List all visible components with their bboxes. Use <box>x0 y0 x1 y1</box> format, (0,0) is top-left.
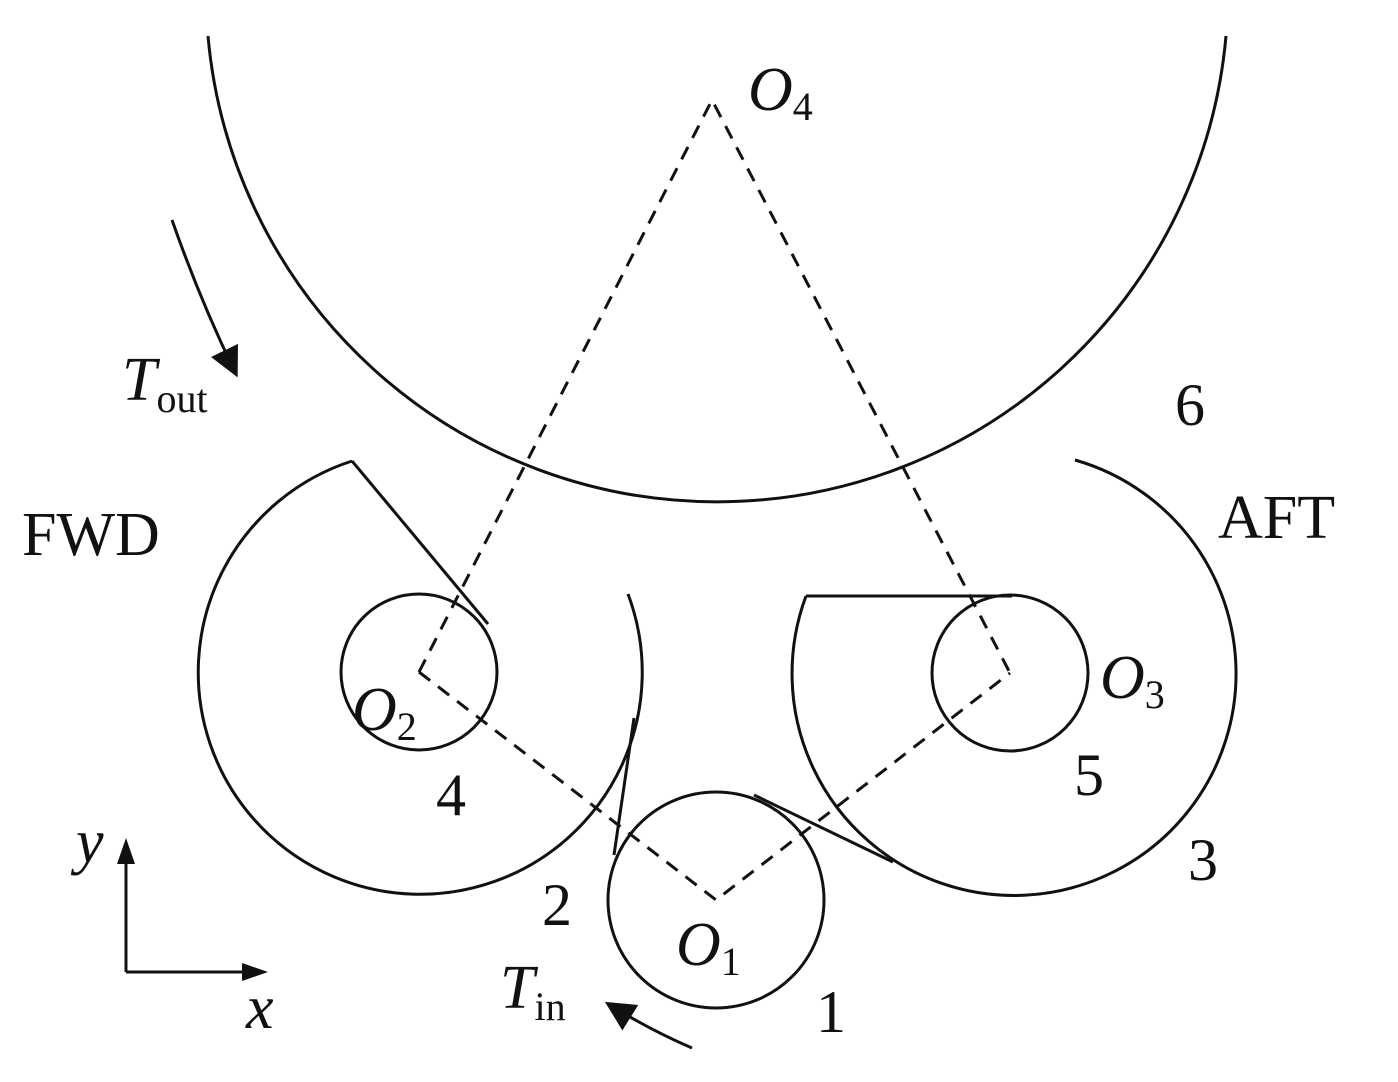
label-o3: O3 <box>1100 644 1165 717</box>
mesh-line-4-6 <box>350 460 490 625</box>
gear-6-outline <box>206 35 1228 504</box>
mesh-line-1-3-right <box>753 793 894 864</box>
center-line-o2-o4-o3 <box>417 96 1012 674</box>
label-torque-in: Tin <box>500 954 566 1029</box>
label-aft: AFT <box>1218 484 1335 552</box>
gear-4-outline <box>339 592 499 752</box>
label-gear-3: 3 <box>1188 827 1218 893</box>
gear-3-outline <box>790 458 1238 897</box>
label-axis-x: x <box>245 974 274 1042</box>
axis-lines <box>124 842 262 974</box>
label-axis-y: y <box>70 808 104 876</box>
label-torque-out: Tout <box>122 346 208 421</box>
torque-in-arrow <box>604 1001 693 1050</box>
center-line-o2-o1-o3 <box>418 670 1011 902</box>
label-gear-2: 2 <box>542 872 572 938</box>
x-axis-arrowhead <box>242 963 268 981</box>
torque-out-arrow <box>170 219 238 378</box>
mesh-line-1-2-left <box>612 717 636 856</box>
label-o1: O1 <box>676 911 741 984</box>
label-fwd: FWD <box>22 501 160 569</box>
y-axis-arrowhead <box>117 838 135 864</box>
label-gear-6: 6 <box>1175 372 1205 438</box>
label-o4: O4 <box>748 56 813 129</box>
label-o2: O2 <box>352 676 417 749</box>
gear-1-outline <box>606 790 826 1010</box>
label-gear-5: 5 <box>1074 742 1104 808</box>
label-gear-1: 1 <box>816 979 846 1045</box>
gear-2-outline <box>196 459 644 896</box>
label-gear-4: 4 <box>436 762 466 828</box>
